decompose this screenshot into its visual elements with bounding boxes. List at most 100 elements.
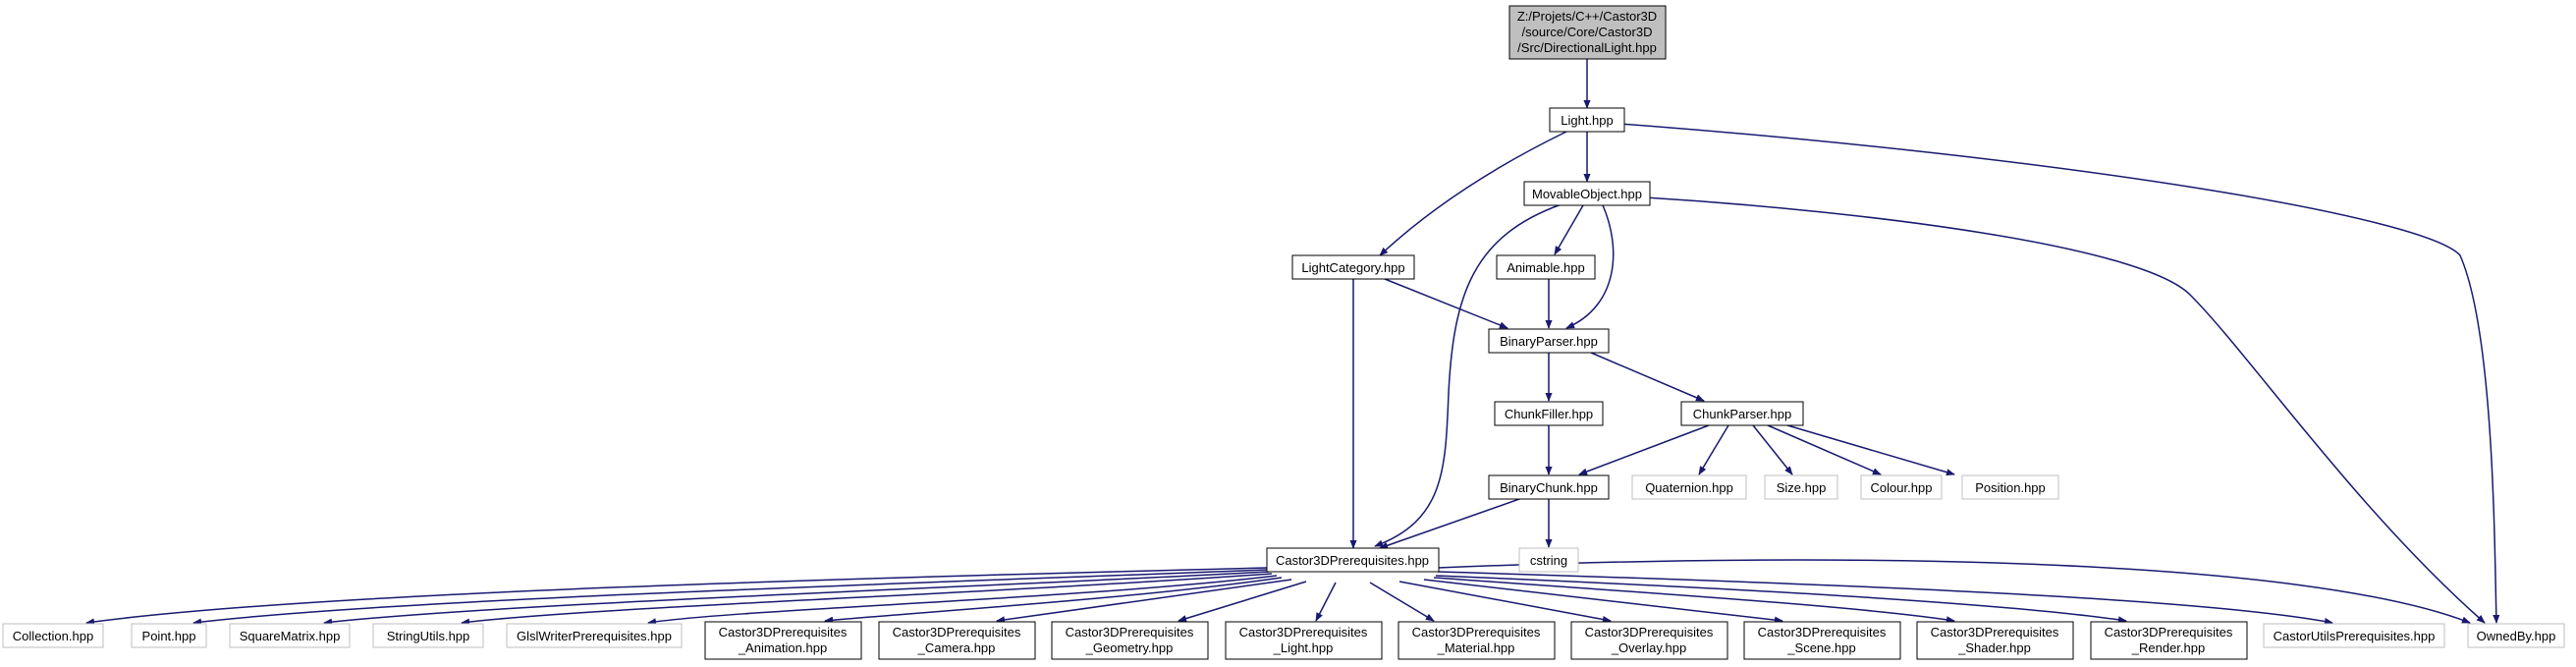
svg-text:MovableObject.hpp: MovableObject.hpp [1532, 187, 1642, 201]
edge-prereq-glsl-writer [647, 575, 1278, 626]
svg-text:Castor3DPrerequisites: Castor3DPrerequisites [1585, 625, 1714, 639]
node-prereq-animation[interactable]: Castor3DPrerequisites _Animation.hpp [704, 621, 862, 660]
node-colour[interactable]: Colour.hpp [1860, 474, 1943, 500]
svg-text:Castor3DPrerequisites: Castor3DPrerequisites [893, 625, 1021, 639]
node-glsl-writer-prerequisites[interactable]: GlslWriterPrerequisites.hpp [506, 623, 683, 648]
node-prereq-overlay[interactable]: Castor3DPrerequisites _Overlay.hpp [1570, 621, 1728, 660]
svg-text:_Light.hpp: _Light.hpp [1273, 640, 1334, 655]
edge-chunk-parser-binary-chunk [1578, 424, 1710, 475]
svg-text:Light.hpp: Light.hpp [1561, 113, 1614, 128]
node-position[interactable]: Position.hpp [1961, 474, 2059, 500]
svg-text:ChunkFiller.hpp: ChunkFiller.hpp [1505, 407, 1593, 421]
edge-movable-object-owned-by [1644, 196, 2486, 624]
svg-text:CastorUtilsPrerequisites.hpp: CastorUtilsPrerequisites.hpp [2274, 629, 2436, 643]
node-square-matrix[interactable]: SquareMatrix.hpp [229, 623, 351, 648]
edge-movable-object-castor3d-prereq [1374, 203, 1562, 547]
node-binary-chunk[interactable]: BinaryChunk.hpp [1488, 474, 1610, 500]
svg-text:Castor3DPrerequisites: Castor3DPrerequisites [1239, 625, 1368, 639]
edge-prereq-material [1369, 582, 1435, 622]
node-string-utils[interactable]: StringUtils.hpp [372, 623, 484, 648]
svg-text:cstring: cstring [1530, 553, 1567, 568]
svg-text:_Geometry.hpp: _Geometry.hpp [1085, 640, 1174, 655]
svg-text:_Scene.hpp: _Scene.hpp [1786, 640, 1855, 655]
svg-text:ChunkParser.hpp: ChunkParser.hpp [1693, 407, 1791, 421]
node-point[interactable]: Point.hpp [131, 623, 207, 648]
edge-light-owned-by [1619, 123, 2500, 624]
edge-movable-object-binary-parser [1565, 204, 1615, 329]
root-node[interactable]: Z:/Projets/C++/Castor3D /source/Core/Cas… [1508, 5, 1667, 60]
node-chunk-filler[interactable]: ChunkFiller.hpp [1494, 401, 1604, 426]
edge-prereq-square-matrix [323, 571, 1270, 626]
svg-text:Castor3DPrerequisites.hpp: Castor3DPrerequisites.hpp [1276, 553, 1429, 568]
svg-text:BinaryChunk.hpp: BinaryChunk.hpp [1500, 480, 1598, 495]
edge-prereq-light [1315, 582, 1337, 622]
svg-text:Castor3DPrerequisites: Castor3DPrerequisites [1758, 625, 1887, 639]
node-prereq-shader[interactable]: Castor3DPrerequisites _Shader.hpp [1916, 621, 2074, 660]
svg-text:_Shader.hpp: _Shader.hpp [1957, 640, 2031, 655]
edge-prereq-render [1435, 575, 2127, 624]
svg-text:Point.hpp: Point.hpp [142, 629, 196, 643]
edge-prereq-camera [996, 579, 1292, 624]
edge-light-category-binary-parser [1384, 278, 1508, 329]
svg-text:Animable.hpp: Animable.hpp [1507, 260, 1585, 275]
node-prereq-camera[interactable]: Castor3DPrerequisites _Camera.hpp [878, 621, 1036, 660]
svg-text:Castor3DPrerequisites: Castor3DPrerequisites [1066, 625, 1194, 639]
edge-prereq-collection [85, 567, 1268, 626]
svg-text:StringUtils.hpp: StringUtils.hpp [387, 629, 470, 643]
svg-text:Collection.hpp: Collection.hpp [13, 629, 93, 643]
root-line-1: Z:/Projets/C++/Castor3D [1517, 9, 1657, 24]
svg-text:BinaryParser.hpp: BinaryParser.hpp [1500, 334, 1598, 349]
nodes: Z:/Projets/C++/Castor3D /source/Core/Cas… [2, 5, 2565, 660]
edge-prereq-castor-utils [1437, 571, 2333, 626]
node-castor3d-prerequisites[interactable]: Castor3DPrerequisites.hpp [1266, 547, 1440, 573]
svg-text:Castor3DPrerequisites: Castor3DPrerequisites [2105, 625, 2233, 639]
svg-text:_Overlay.hpp: _Overlay.hpp [1611, 640, 1686, 655]
edge-prereq-overlay [1398, 581, 1612, 624]
edge-prereq-owned-by [1437, 559, 2471, 624]
svg-text:Castor3DPrerequisites: Castor3DPrerequisites [719, 625, 848, 639]
node-movable-object[interactable]: MovableObject.hpp [1523, 181, 1651, 206]
edge-prereq-geometry [1178, 581, 1307, 623]
svg-text:Castor3DPrerequisites: Castor3DPrerequisites [1931, 625, 2059, 639]
node-prereq-render[interactable]: Castor3DPrerequisites _Render.hpp [2090, 621, 2248, 660]
svg-text:OwnedBy.hpp: OwnedBy.hpp [2477, 629, 2556, 643]
node-prereq-geometry[interactable]: Castor3DPrerequisites _Geometry.hpp [1051, 621, 1209, 660]
edge-light-light-category [1379, 131, 1567, 256]
node-animable[interactable]: Animable.hpp [1496, 254, 1596, 280]
svg-text:Colour.hpp: Colour.hpp [1871, 480, 1933, 495]
edge-prereq-animation [824, 577, 1283, 624]
svg-text:Castor3DPrerequisites: Castor3DPrerequisites [1412, 625, 1541, 639]
root-line-3: /Src/DirectionalLight.hpp [1517, 40, 1657, 55]
edge-binary-chunk-castor3d-prereq [1379, 497, 1523, 549]
node-light[interactable]: Light.hpp [1549, 107, 1625, 133]
edge-prereq-shader [1433, 577, 1955, 624]
node-owned-by[interactable]: OwnedBy.hpp [2467, 623, 2565, 648]
edge-prereq-scene [1423, 579, 1783, 624]
svg-text:GlslWriterPrerequisites.hpp: GlslWriterPrerequisites.hpp [517, 629, 672, 643]
edge-binary-parser-chunk-parser [1590, 352, 1705, 402]
svg-text:_Render.hpp: _Render.hpp [2131, 640, 2205, 655]
node-size[interactable]: Size.hpp [1764, 474, 1838, 500]
svg-text:_Material.hpp: _Material.hpp [1437, 640, 1515, 655]
svg-text:Position.hpp: Position.hpp [1975, 480, 2046, 495]
edges [85, 59, 2500, 626]
node-prereq-scene[interactable]: Castor3DPrerequisites _Scene.hpp [1743, 621, 1901, 660]
node-cstring[interactable]: cstring [1518, 547, 1579, 573]
edge-chunk-parser-quaternion [1698, 424, 1729, 475]
node-prereq-material[interactable]: Castor3DPrerequisites _Material.hpp [1398, 621, 1556, 660]
node-collection[interactable]: Collection.hpp [2, 623, 104, 648]
node-light-category[interactable]: LightCategory.hpp [1291, 254, 1415, 280]
node-chunk-parser[interactable]: ChunkParser.hpp [1680, 401, 1804, 426]
edge-movable-object-animable [1554, 204, 1584, 255]
svg-text:Quaternion.hpp: Quaternion.hpp [1645, 480, 1733, 495]
edge-chunk-parser-size [1752, 424, 1793, 475]
edge-prereq-point [192, 569, 1268, 626]
svg-text:_Animation.hpp: _Animation.hpp [738, 640, 827, 655]
svg-text:LightCategory.hpp: LightCategory.hpp [1301, 260, 1404, 275]
node-prereq-light[interactable]: Castor3DPrerequisites _Light.hpp [1225, 621, 1383, 660]
node-quaternion[interactable]: Quaternion.hpp [1631, 474, 1747, 500]
node-castor-utils-prerequisites[interactable]: CastorUtilsPrerequisites.hpp [2263, 623, 2445, 648]
node-binary-parser[interactable]: BinaryParser.hpp [1488, 328, 1610, 354]
root-line-2: /source/Core/Castor3D [1522, 25, 1653, 39]
